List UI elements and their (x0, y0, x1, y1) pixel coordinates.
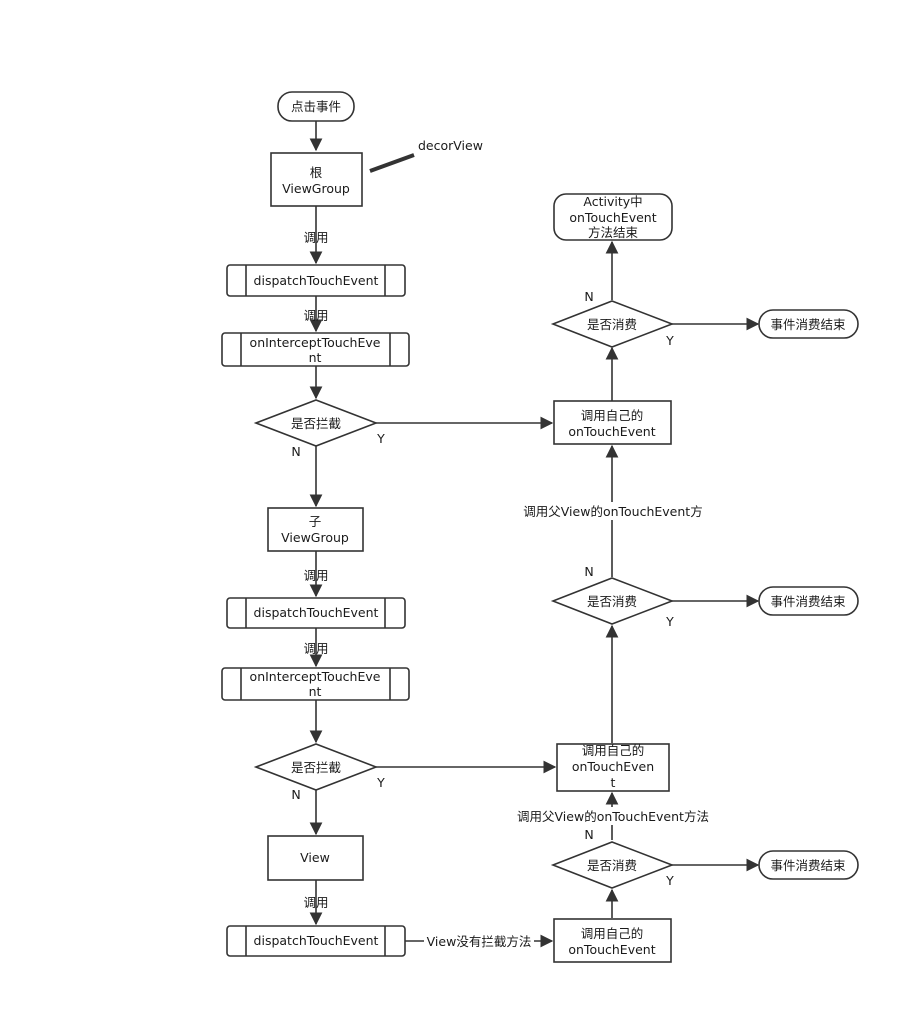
node-own-top: 调用自己的 onTouchEvent (553, 400, 672, 445)
node-own-bottom: 调用自己的 onTouchEvent (553, 918, 672, 963)
edge-label-no-intercept-bg (424, 932, 534, 950)
node-start: 点击事件 (277, 91, 355, 122)
node-consume-mid-label: 是否消费 (587, 594, 637, 609)
node-activity-end-line3: 方法结束 (588, 225, 639, 240)
node-root-viewgroup: 根 ViewGroup (270, 152, 363, 207)
node-view-label: View (300, 850, 330, 865)
node-decide-intercept2: 是否拦截 (253, 743, 379, 791)
node-activity-end-line2: onTouchEvent (569, 210, 656, 225)
node-end-mid-label: 事件消费结束 (770, 594, 846, 609)
node-intercept1-line1: onInterceptTouchEve (250, 335, 381, 350)
node-intercept1: onInterceptTouchEve nt (221, 332, 410, 367)
node-root-viewgroup-line1: 根 (310, 165, 323, 180)
edge-decor-note (369, 153, 415, 173)
edge-label-parent-call-2-bg (512, 807, 714, 825)
node-end-bottom-label: 事件消费结束 (770, 858, 846, 873)
node-dispatch1-label: dispatchTouchEvent (254, 273, 379, 288)
node-own-bottom-line1: 调用自己的 (581, 926, 644, 941)
node-own-bottom-line2: onTouchEvent (568, 942, 655, 957)
node-end-top-label: 事件消费结束 (770, 317, 846, 332)
node-own-mid: 调用自己的 onTouchEven t (556, 743, 670, 792)
node-dispatch1: dispatchTouchEvent (226, 264, 406, 297)
node-decide-intercept1-label: 是否拦截 (291, 416, 341, 431)
node-intercept1-line2: nt (309, 350, 322, 365)
node-own-mid-line1: 调用自己的 (582, 743, 645, 758)
edge-label-n-top: N (584, 289, 593, 304)
edge-label-n-bottom: N (584, 827, 593, 842)
node-start-label: 点击事件 (291, 99, 341, 114)
node-own-mid-line2: onTouchEven (572, 759, 654, 774)
edge-label-n-mid: N (584, 564, 593, 579)
node-consume-bottom: 是否消费 (550, 841, 675, 889)
edge-label-no-intercept: View没有拦截方法 (427, 934, 532, 949)
node-intercept2-line1: onInterceptTouchEve (250, 669, 381, 684)
node-dispatch3-label: dispatchTouchEvent (254, 933, 379, 948)
edge-label-y-top: Y (665, 333, 674, 348)
edge-label-parent-call-1-bg (517, 502, 709, 520)
node-child-viewgroup-line1: 子 (309, 514, 322, 529)
node-consume-top-label: 是否消费 (587, 317, 637, 332)
node-intercept2: onInterceptTouchEve nt (221, 667, 410, 701)
node-child-viewgroup-line2: ViewGroup (281, 530, 349, 545)
edge-label-parent-call-2: 调用父View的onTouchEvent方法 (517, 809, 709, 824)
node-end-bottom: 事件消费结束 (758, 850, 859, 880)
node-consume-top: 是否消费 (550, 300, 675, 348)
edge-label-call2: 调用 (303, 308, 328, 323)
node-own-top-line1: 调用自己的 (581, 408, 644, 423)
edge-label-y2: Y (376, 775, 385, 790)
edge-label-call4: 调用 (303, 641, 328, 656)
node-child-viewgroup: 子 ViewGroup (267, 507, 364, 552)
node-dispatch2-label: dispatchTouchEvent (254, 605, 379, 620)
edge-label-y1: Y (376, 431, 385, 446)
node-view: View (267, 835, 364, 881)
node-intercept2-line2: nt (309, 684, 322, 699)
node-end-mid: 事件消费结束 (758, 586, 859, 616)
edge-label-call5: 调用 (303, 895, 328, 910)
edge-label-call1: 调用 (303, 230, 328, 245)
node-consume-bottom-label: 是否消费 (587, 858, 637, 873)
node-end-top: 事件消费结束 (758, 309, 859, 339)
edge-label-n2: N (291, 787, 300, 802)
node-activity-end: Activity中 onTouchEvent 方法结束 (553, 193, 673, 241)
node-own-mid-line3: t (611, 775, 616, 790)
edge-label-n1: N (291, 444, 300, 459)
edge-label-parent-call-1: 调用父View的onTouchEvent方 (523, 504, 702, 519)
node-dispatch2: dispatchTouchEvent (226, 597, 406, 629)
node-dispatch3: dispatchTouchEvent (226, 925, 406, 957)
node-decide-intercept1: 是否拦截 (253, 399, 379, 447)
node-consume-mid: 是否消费 (550, 577, 675, 625)
node-decide-intercept2-label: 是否拦截 (291, 760, 341, 775)
node-activity-end-line1: Activity中 (583, 194, 642, 209)
edge-label-y-mid: Y (665, 614, 674, 629)
edge-label-y-bottom: Y (665, 873, 674, 888)
edge-label-call3: 调用 (303, 568, 328, 583)
node-own-top-line2: onTouchEvent (568, 424, 655, 439)
node-root-viewgroup-line2: ViewGroup (282, 181, 350, 196)
decor-view-note: decorView (418, 138, 483, 153)
